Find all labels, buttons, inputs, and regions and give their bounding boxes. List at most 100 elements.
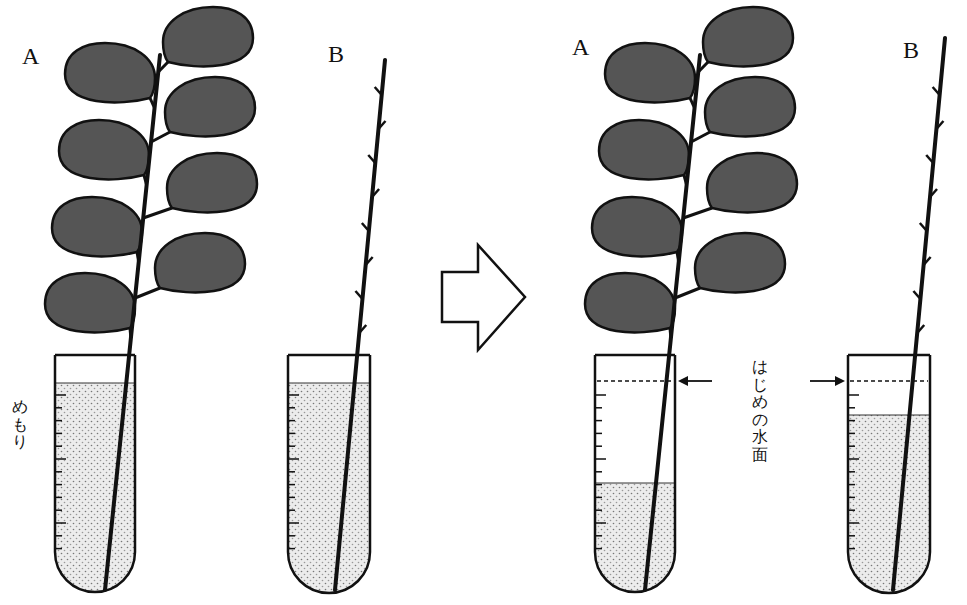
scale-tick xyxy=(595,445,602,447)
scale-tick xyxy=(848,535,855,537)
scale-tick xyxy=(288,509,295,511)
scale-tick xyxy=(288,445,295,447)
scale-tick xyxy=(848,484,855,486)
test-tubes xyxy=(55,355,930,593)
stem xyxy=(893,38,945,590)
leaf-stalk xyxy=(675,288,700,298)
scale-tick xyxy=(55,522,66,524)
test-tube xyxy=(288,355,370,593)
scale-tick xyxy=(55,509,62,511)
scale-tick xyxy=(55,484,62,486)
scale-tick xyxy=(848,420,855,422)
cut-leaf-node xyxy=(926,155,933,163)
cut-leaf-node xyxy=(930,189,937,197)
tube-outline xyxy=(55,355,135,592)
leaf xyxy=(707,153,797,212)
cut-leaf-node xyxy=(368,155,375,163)
cut-leaf-node xyxy=(917,325,924,333)
leaf xyxy=(605,43,695,102)
leaf xyxy=(585,273,675,332)
water-surface xyxy=(848,415,930,416)
scale-tick xyxy=(848,445,855,447)
water-surface xyxy=(595,483,675,484)
test-tube xyxy=(595,355,675,592)
cut-leaf-node xyxy=(375,87,382,95)
scale-tick xyxy=(288,497,295,499)
plant-label: B xyxy=(903,38,919,62)
water xyxy=(595,483,675,592)
cut-leaf-node xyxy=(378,121,385,129)
plant-label: A xyxy=(22,44,39,68)
scale-tick xyxy=(288,407,295,409)
scale-tick xyxy=(288,548,295,550)
leaf xyxy=(45,273,135,332)
cut-leaf-node xyxy=(933,87,940,95)
leaf xyxy=(705,77,795,136)
tube-rim xyxy=(595,354,675,357)
scale-tick xyxy=(848,458,859,460)
plants xyxy=(45,7,945,590)
scale-tick xyxy=(848,497,855,499)
cut-leaf-node xyxy=(924,257,931,265)
water xyxy=(848,415,930,593)
tube-rim xyxy=(55,354,135,357)
cut-leaf-node xyxy=(936,121,943,129)
tube-outline xyxy=(848,355,930,593)
scale-tick xyxy=(595,471,602,473)
cut-leaf-node xyxy=(359,325,366,333)
leaf xyxy=(167,153,257,212)
scale-tick xyxy=(288,420,295,422)
scale-tick xyxy=(595,433,602,435)
scale-tick xyxy=(848,394,859,396)
scale-tick xyxy=(55,394,66,396)
initial-level xyxy=(597,380,673,382)
stem xyxy=(335,60,385,590)
water-surface xyxy=(288,383,370,384)
annotation-label: はじめの水面 xyxy=(752,358,768,464)
scale-tick xyxy=(55,433,62,435)
scale-tick xyxy=(55,535,62,537)
scale-tick xyxy=(288,433,295,435)
scale-tick xyxy=(595,420,602,422)
cut-leaf-node xyxy=(362,223,369,231)
tube-outline xyxy=(595,355,675,592)
scale-tick xyxy=(288,394,299,396)
scale-tick xyxy=(595,509,602,511)
water xyxy=(288,383,370,593)
scale-tick xyxy=(595,407,602,409)
leaf-stalk xyxy=(135,288,160,298)
scale-tick xyxy=(55,548,62,550)
cut-leaf-node xyxy=(372,189,379,197)
scale-tick xyxy=(848,433,855,435)
scale-tick xyxy=(55,458,66,460)
leaf xyxy=(592,197,682,256)
scale-tick xyxy=(595,522,606,524)
scale-tick xyxy=(55,445,62,447)
test-tube xyxy=(55,355,135,592)
scale-tick xyxy=(595,497,602,499)
leaf-stalk xyxy=(143,208,172,218)
cut-leaf-node xyxy=(920,223,927,231)
plant-label: B xyxy=(328,42,344,66)
leaf xyxy=(695,233,785,292)
cut-leaf-node xyxy=(366,257,373,265)
water-surface xyxy=(55,383,135,384)
test-tube xyxy=(848,355,930,593)
scale-tick xyxy=(848,509,855,511)
stem xyxy=(645,55,700,590)
scale-tick xyxy=(595,394,606,396)
stem xyxy=(105,55,160,590)
plant-label: A xyxy=(572,35,589,59)
scale-tick xyxy=(595,458,606,460)
scale-tick xyxy=(595,548,602,550)
tube-outline xyxy=(288,355,370,593)
scale-tick xyxy=(55,420,62,422)
scale-tick xyxy=(848,522,859,524)
cut-leaf-node xyxy=(355,291,362,299)
scale-tick xyxy=(288,471,295,473)
leaf xyxy=(165,77,255,136)
leaf xyxy=(52,197,142,256)
tube-rim xyxy=(848,354,930,357)
scale-tick xyxy=(55,471,62,473)
